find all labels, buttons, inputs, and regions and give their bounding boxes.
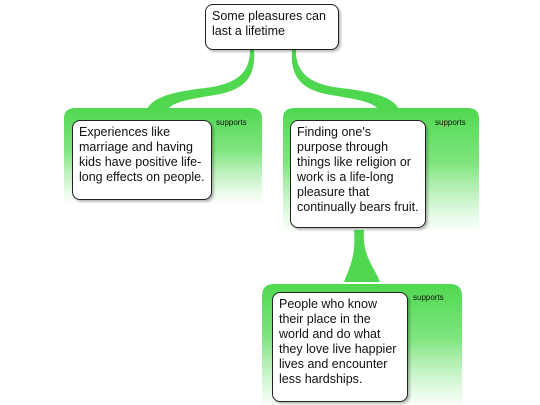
link-right-to-grandchild xyxy=(344,230,380,282)
relation-label-left: supports xyxy=(216,118,247,127)
root-claim-text: Some pleasures can last a lifetime xyxy=(212,9,326,38)
support-claim-left-text: Experiences like marriage and having kid… xyxy=(79,125,205,184)
support-claim-left[interactable]: Experiences like marriage and having kid… xyxy=(72,120,212,200)
support-claim-right-text: Finding one's purpose through things lik… xyxy=(297,125,419,214)
root-claim[interactable]: Some pleasures can last a lifetime xyxy=(205,4,339,50)
relation-label-bottom: supports xyxy=(413,293,444,302)
support-claim-grandchild-text: People who know their place in the world… xyxy=(279,297,397,386)
link-root-to-left xyxy=(146,50,255,112)
link-root-to-right xyxy=(291,50,400,112)
support-claim-grandchild[interactable]: People who know their place in the world… xyxy=(272,292,408,402)
relation-label-right: supports xyxy=(435,118,466,127)
support-claim-right[interactable]: Finding one's purpose through things lik… xyxy=(290,120,426,228)
